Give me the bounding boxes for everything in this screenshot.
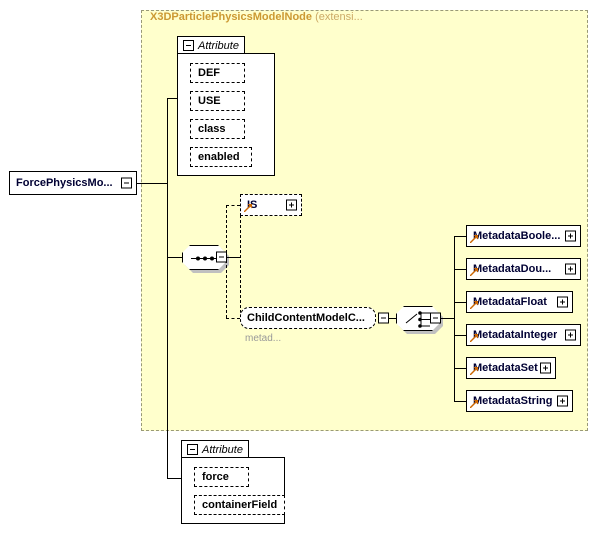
attribute-item-class[interactable]: class bbox=[190, 119, 247, 141]
attribute-item-label: class bbox=[198, 123, 226, 135]
connector-metadata-branch bbox=[454, 302, 466, 303]
connector-branch-left-vertical bbox=[226, 205, 227, 318]
inherited-attribute-group: Attribute DEF USE class enabled bbox=[177, 36, 275, 176]
sequence-icon bbox=[191, 256, 219, 261]
extension-suffix-text: (extensi... bbox=[315, 11, 363, 23]
connector-metadata-branch bbox=[454, 368, 466, 369]
connector-choice-stub bbox=[441, 318, 454, 319]
connector-trunk-to-own-attributes bbox=[167, 478, 181, 479]
extension-base-type-name: X3DParticlePhysicsModelNode bbox=[150, 11, 313, 23]
metadata-node-label: MetadataInteger bbox=[473, 329, 558, 341]
metadata-node-expand-icon[interactable] bbox=[565, 329, 576, 341]
own-attribute-group: Attribute force containerField bbox=[181, 440, 287, 524]
own-attribute-group-header[interactable]: Attribute bbox=[181, 440, 249, 458]
attribute-item-enabled[interactable]: enabled bbox=[190, 147, 254, 169]
attribute-item-def[interactable]: DEF bbox=[190, 63, 247, 85]
attribute-item-force[interactable]: force bbox=[194, 467, 251, 489]
attribute-item-label: force bbox=[202, 471, 229, 483]
metadata-node-string[interactable]: MetadataString bbox=[466, 390, 575, 414]
metadata-node-expand-icon[interactable] bbox=[565, 263, 576, 275]
root-element-box[interactable]: ForcePhysicsMo... bbox=[9, 171, 139, 197]
metadata-node-label: MetadataBoole... bbox=[473, 230, 561, 242]
connector-trunk-to-sequence bbox=[167, 257, 182, 258]
connector-trunk-vertical bbox=[167, 98, 168, 478]
sequence-compositor[interactable] bbox=[182, 245, 226, 270]
connector-sequence-branch-vertical bbox=[240, 205, 241, 318]
attribute-item-containerfield[interactable]: containerField bbox=[194, 495, 287, 517]
attribute-item-label: USE bbox=[198, 95, 221, 107]
is-node-expand-icon[interactable] bbox=[286, 199, 297, 211]
child-content-model-node[interactable]: ChildContentModelC... bbox=[240, 307, 378, 331]
is-node[interactable]: IS bbox=[240, 194, 304, 218]
inherited-attribute-group-title: Attribute bbox=[198, 39, 239, 52]
metadata-node-label: MetadataString bbox=[473, 395, 553, 407]
metadata-node-label: MetadataFloat bbox=[473, 296, 547, 308]
attribute-item-label: containerField bbox=[202, 499, 278, 511]
metadata-node-label: MetadataDou... bbox=[473, 263, 552, 275]
connector-metadata-branch bbox=[454, 401, 466, 402]
connector-branch-to-child-content-model bbox=[226, 318, 240, 319]
extension-panel-title: X3DParticlePhysicsModelNode (extensi... bbox=[150, 11, 363, 23]
attribute-item-label: DEF bbox=[198, 67, 220, 79]
metadata-node-float[interactable]: MetadataFloat bbox=[466, 291, 575, 315]
connector-metadata-branch bbox=[454, 236, 466, 237]
metadata-node-integer[interactable]: MetadataInteger bbox=[466, 324, 583, 348]
inherited-attribute-group-header[interactable]: Attribute bbox=[177, 36, 245, 54]
connector-childmodel-to-choice bbox=[389, 318, 396, 319]
choice-icon bbox=[405, 311, 430, 328]
attribute-item-use[interactable]: USE bbox=[190, 91, 247, 113]
child-content-model-label: ChildContentModelC... bbox=[247, 312, 365, 324]
metadata-node-set[interactable]: MetadataSet bbox=[466, 357, 558, 381]
metadata-node-expand-icon[interactable] bbox=[565, 230, 576, 242]
choice-compositor[interactable] bbox=[396, 306, 440, 331]
metadata-node-expand-icon[interactable] bbox=[540, 362, 551, 374]
connector-metadata-branch bbox=[454, 269, 466, 270]
own-attribute-group-title: Attribute bbox=[202, 443, 243, 456]
metadata-node-label: MetadataSet bbox=[473, 362, 538, 374]
metadata-node-expand-icon[interactable] bbox=[557, 296, 568, 308]
metadata-node-expand-icon[interactable] bbox=[557, 395, 568, 407]
root-element-label: ForcePhysicsMo... bbox=[16, 177, 113, 189]
is-node-label: IS bbox=[247, 199, 258, 211]
connector-root-stub bbox=[137, 183, 167, 184]
metadata-node-boolean[interactable]: MetadataBoole... bbox=[466, 225, 583, 249]
child-content-model-collapse-icon[interactable] bbox=[378, 312, 389, 324]
inherited-attribute-group-toggle-icon[interactable] bbox=[183, 40, 194, 51]
attribute-item-label: enabled bbox=[198, 151, 240, 163]
connector-metadata-branch bbox=[454, 335, 466, 336]
own-attribute-group-toggle-icon[interactable] bbox=[187, 444, 198, 455]
connector-sequence-stub bbox=[227, 257, 240, 258]
connector-trunk-to-inherited-attributes bbox=[167, 98, 177, 99]
metadata-node-double[interactable]: MetadataDou... bbox=[466, 258, 583, 282]
connector-branch-to-is bbox=[226, 205, 240, 206]
root-element-collapse-icon[interactable] bbox=[121, 177, 132, 189]
connector-metadata-bus bbox=[454, 236, 455, 401]
child-content-model-caption: metad... bbox=[245, 333, 282, 344]
choice-compositor-expander-icon[interactable] bbox=[430, 312, 441, 324]
